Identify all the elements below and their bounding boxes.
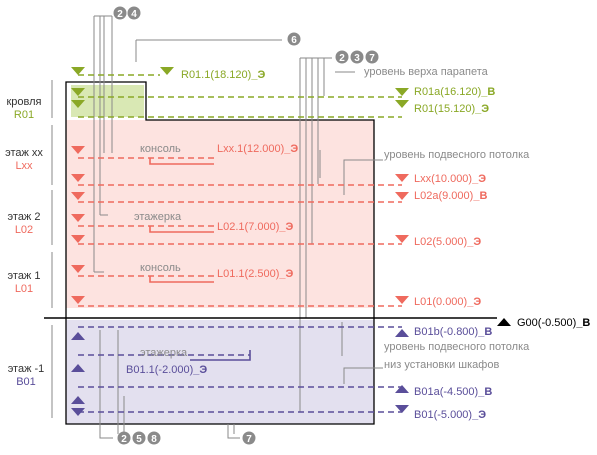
floor-name-roof: кровля (6, 96, 41, 108)
level-triangle-icon (71, 265, 85, 273)
marker-group-bottom-a: 2 5 8 (117, 431, 161, 445)
level-triangle-icon (71, 364, 85, 372)
marker-number: 8 (151, 434, 157, 445)
level-label-g00: G00(-0.500)_В (517, 317, 590, 329)
marker-number: 4 (131, 9, 137, 20)
ground-marker-icon (497, 318, 511, 326)
note-ceiling-upper: уровень подвесного потолка (384, 149, 530, 161)
level-triangle-icon (71, 408, 85, 416)
level-triangle-icon (395, 88, 409, 96)
level-label-b01b: B01b(-0.800)_В (414, 326, 492, 338)
level-label-r01: R01(15.120)_Э (414, 103, 489, 115)
floor-level-lines (78, 157, 402, 307)
leader-lines (93, 15, 383, 439)
level-triangle-icon (395, 100, 409, 108)
level-triangle-icon (395, 296, 409, 304)
floor-name-1: этаж 1 (8, 270, 41, 282)
zone-label-etajerka-mid: этажерка (134, 211, 182, 223)
level-label-lxx-1: Lxx.1(12.000)_Э (217, 143, 298, 155)
floor-code-b1: B01 (16, 376, 36, 388)
level-label-r01a: R01a(16.120)_В (414, 86, 495, 98)
marker-group-top-c: 2 3 7 (335, 50, 379, 64)
marker-number: 3 (354, 53, 360, 64)
zone-bracket (149, 276, 214, 283)
note-ceiling-lower: уровень подвесного потолка (384, 341, 530, 353)
level-triangle-icon (160, 67, 174, 75)
level-label-b01a: B01a(-4.500)_В (414, 386, 492, 398)
marker-number: 7 (246, 434, 252, 445)
marker-number: 2 (121, 434, 127, 445)
level-label-r01-1: R01.1(18.120)_Э (181, 69, 265, 81)
roof-level-lines (78, 74, 402, 118)
marker-number: 5 (136, 434, 142, 445)
level-triangle-icon (71, 100, 85, 108)
floor-name-xx: этаж xx (5, 147, 43, 159)
level-triangle-icon (395, 174, 409, 182)
level-label-b01: B01(-5.000)_Э (414, 409, 486, 421)
upper-floors-zone (66, 120, 374, 308)
level-triangle-icon (71, 88, 85, 96)
marker-number: 6 (291, 35, 297, 46)
level-triangle-icon (71, 235, 85, 243)
level-triangle-icon (71, 296, 85, 304)
level-label-lxx: Lxx(10.000)_Э (414, 173, 486, 185)
level-label-l02a: L02a(9.000)_В (414, 190, 487, 202)
marker-number: 2 (339, 53, 345, 64)
marker-group-top-b: 6 (287, 32, 301, 46)
level-triangle-icon (71, 146, 85, 154)
building-outline (65, 81, 375, 425)
floor-code-1: L01 (15, 283, 33, 295)
floor-code-2: L02 (15, 224, 33, 236)
zone-label-etajerka-basement: этажерка (140, 347, 188, 359)
basement-level-lines (78, 326, 402, 413)
zone-label-console-lower: консоль (140, 262, 181, 274)
zone-bracket (149, 158, 214, 165)
level-label-l01-1: L01.1(2.500)_Э (217, 268, 294, 280)
level-triangle-icon (71, 67, 85, 75)
zone-bracket (149, 226, 214, 233)
level-label-l02-1: L02.1(7.000)_Э (217, 221, 294, 233)
marker-number: 2 (117, 9, 123, 20)
note-parapet: уровень верха парапета (364, 66, 489, 78)
level-triangle-icon (71, 192, 85, 200)
floor-name-2: этаж 2 (8, 211, 41, 223)
floor-code-xx: Lxx (15, 160, 33, 172)
level-triangle-icon (395, 329, 409, 337)
level-triangle-icon (71, 174, 85, 182)
marker-number: 7 (369, 53, 375, 64)
zone-label-console-upper: консоль (140, 143, 181, 155)
marker-group-top-a: 2 4 (113, 6, 141, 20)
floor-name-b1: этаж -1 (8, 363, 45, 375)
level-triangle-icon (395, 405, 409, 413)
level-triangle-icon (395, 385, 409, 393)
level-triangle-icon (395, 235, 409, 243)
note-cabinets: низ установки шкафов (384, 359, 499, 371)
level-label-b01-1: B01.1(-2.000)_Э (126, 364, 207, 376)
basement-zone (66, 320, 374, 424)
level-triangle-icon (395, 192, 409, 200)
zone-bracket (190, 350, 251, 361)
floor-code-roof: R01 (14, 109, 34, 121)
level-triangle-icon (71, 396, 85, 404)
level-label-l02: L02(5.000)_Э (414, 236, 481, 248)
level-triangle-icon (71, 214, 85, 222)
marker-group-bottom-b: 7 (242, 431, 256, 445)
level-triangle-icon (71, 332, 85, 340)
level-label-l01: L01(0.000)_Э (414, 296, 481, 308)
